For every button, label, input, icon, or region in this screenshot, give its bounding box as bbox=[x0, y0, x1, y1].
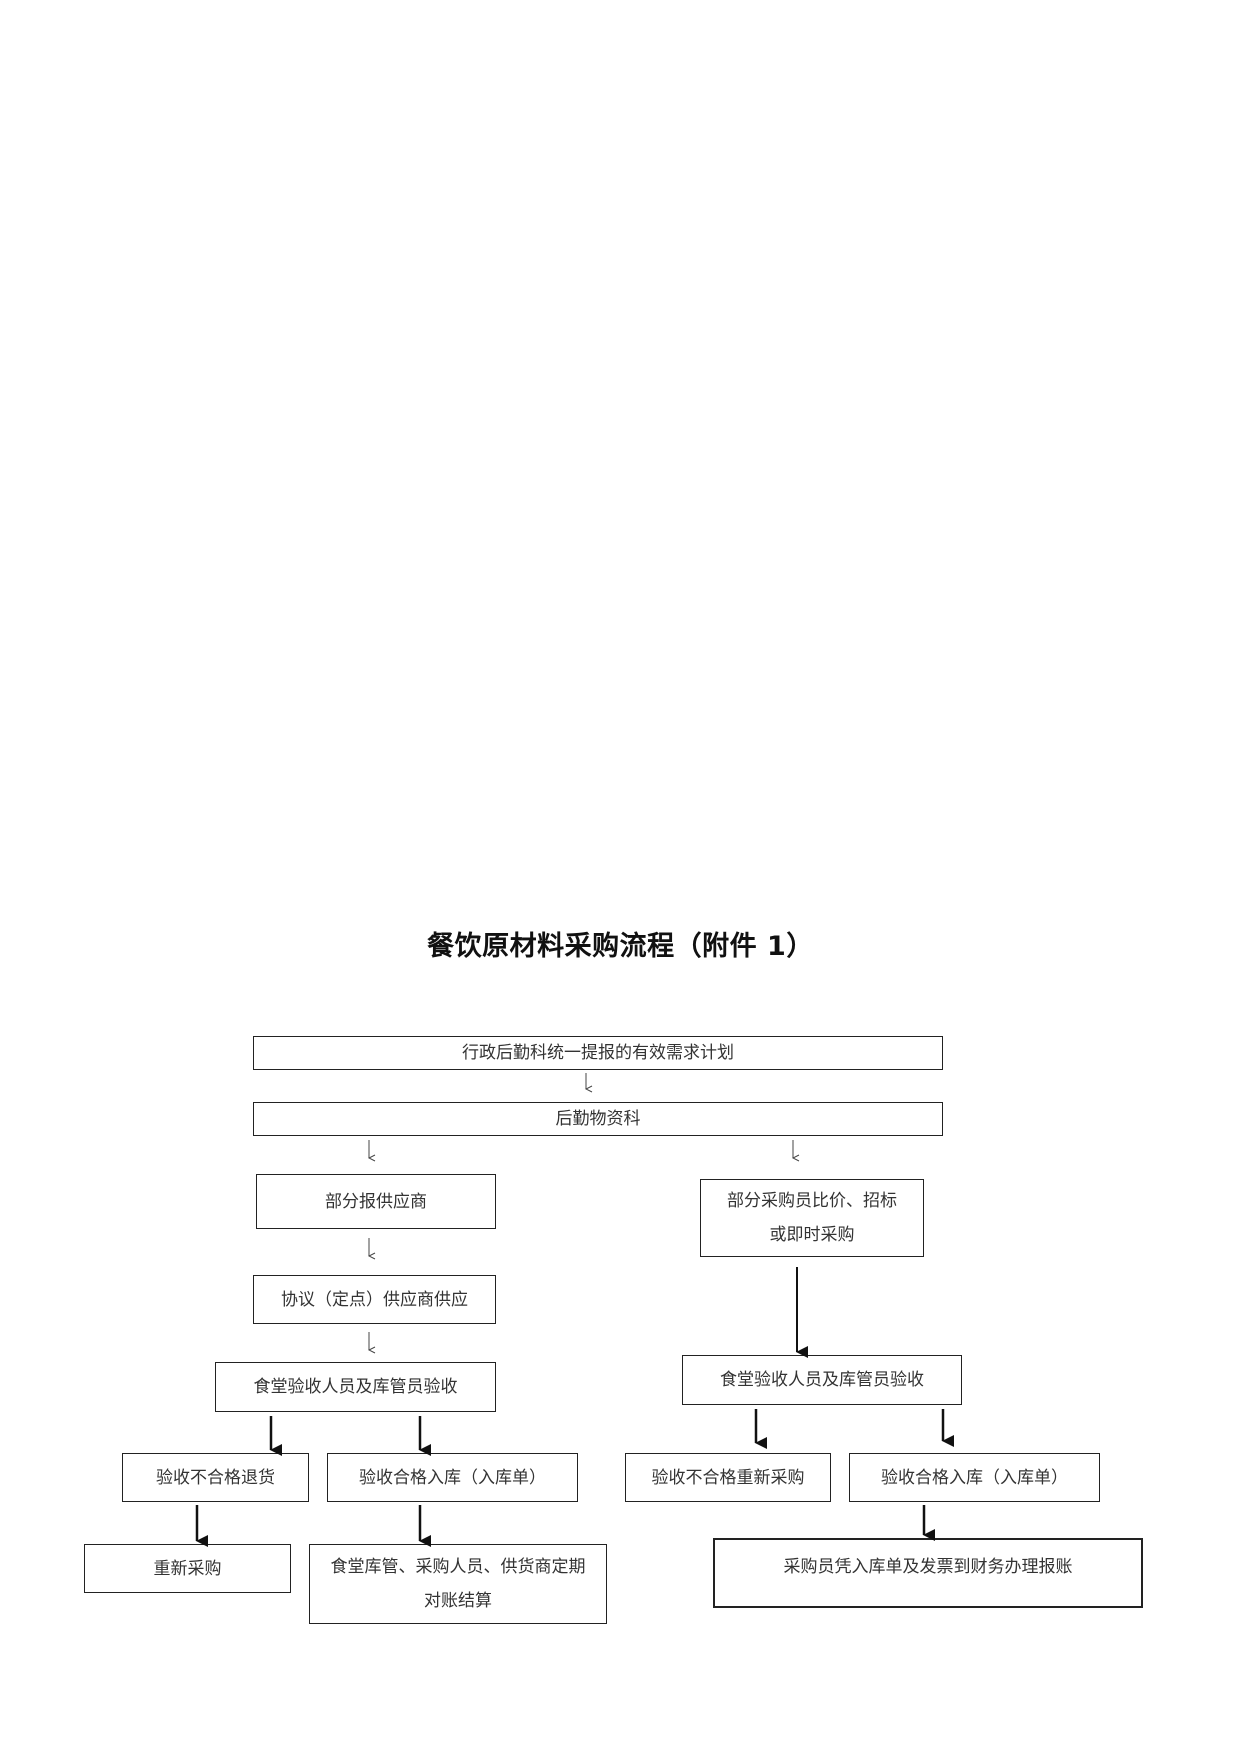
node-reject-repurchase: 验收不合格重新采购 bbox=[625, 1453, 831, 1502]
node-report-supplier: 部分报供应商 bbox=[256, 1174, 496, 1229]
node-logistics: 后勤物资科 bbox=[253, 1102, 943, 1136]
node-reimburse: 采购员凭入库单及发票到财务办理报账 bbox=[713, 1538, 1143, 1608]
node-pass-storage-right: 验收合格入库（入库单） bbox=[849, 1453, 1100, 1502]
node-reimburse-label: 采购员凭入库单及发票到财务办理报账 bbox=[783, 1557, 1073, 1577]
node-inspect-right-label: 食堂验收人员及库管员验收 bbox=[720, 1370, 924, 1390]
node-buyer-compare: 部分采购员比价、招标或即时采购 bbox=[700, 1179, 924, 1257]
node-pass-storage-right-label: 验收合格入库（入库单） bbox=[881, 1467, 1068, 1488]
node-inspect-right: 食堂验收人员及库管员验收 bbox=[682, 1355, 962, 1405]
page-title: 餐饮原材料采购流程（附件 1） bbox=[427, 931, 814, 962]
node-reject-repurchase-label: 验收不合格重新采购 bbox=[651, 1467, 805, 1488]
node-settlement: 食堂库管、采购人员、供货商定期对账结算 bbox=[309, 1544, 607, 1624]
node-plan: 行政后勤科统一提报的有效需求计划 bbox=[253, 1036, 943, 1070]
node-plan-label: 行政后勤科统一提报的有效需求计划 bbox=[462, 1043, 734, 1063]
node-logistics-label: 后勤物资科 bbox=[555, 1109, 641, 1129]
node-agreement-supplier: 协议（定点）供应商供应 bbox=[253, 1275, 496, 1324]
node-repurchase-label: 重新采购 bbox=[153, 1558, 222, 1579]
node-inspect-left: 食堂验收人员及库管员验收 bbox=[215, 1362, 496, 1412]
node-buyer-compare-label: 部分采购员比价、招标或即时采购 bbox=[727, 1191, 897, 1245]
node-reject-return: 验收不合格退货 bbox=[122, 1453, 309, 1502]
node-pass-storage-left-label: 验收合格入库（入库单） bbox=[359, 1467, 546, 1488]
node-repurchase: 重新采购 bbox=[84, 1544, 291, 1593]
node-settlement-label: 食堂库管、采购人员、供货商定期对账结算 bbox=[330, 1557, 586, 1611]
node-reject-return-label: 验收不合格退货 bbox=[156, 1467, 275, 1488]
node-report-supplier-label: 部分报供应商 bbox=[325, 1191, 427, 1212]
node-agreement-supplier-label: 协议（定点）供应商供应 bbox=[281, 1289, 468, 1310]
node-inspect-left-label: 食堂验收人员及库管员验收 bbox=[253, 1377, 458, 1397]
node-pass-storage-left: 验收合格入库（入库单） bbox=[327, 1453, 578, 1502]
